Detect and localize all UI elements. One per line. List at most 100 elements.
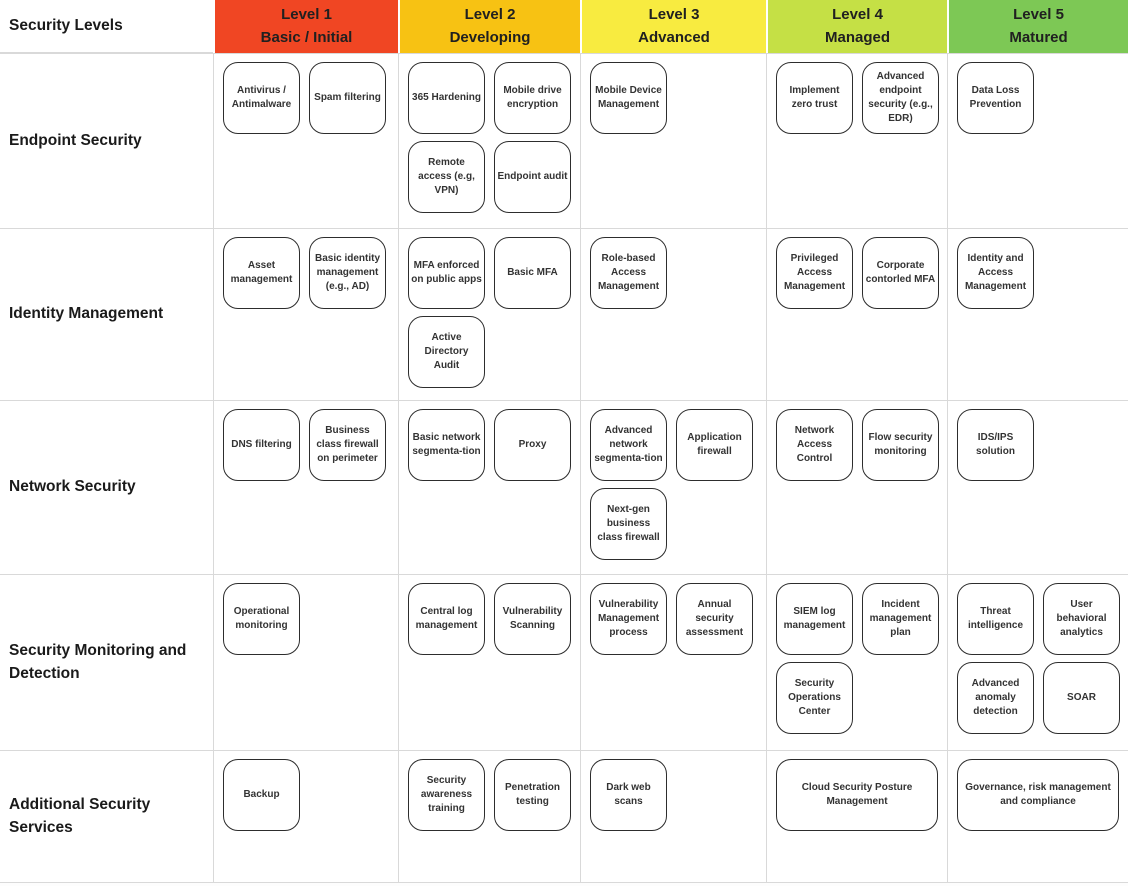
service-chip: Advanced anomaly detection <box>957 662 1034 734</box>
level-3-header: Level 3 Advanced <box>580 0 766 53</box>
service-chip: Security awareness training <box>408 759 485 831</box>
service-chip: Basic network segmenta-tion <box>408 409 485 481</box>
service-chip: Mobile drive encryption <box>494 62 571 134</box>
row-label-network-security: Network Security <box>0 400 213 574</box>
service-chip: Mobile Device Management <box>590 62 667 134</box>
service-chip: SIEM log management <box>776 583 853 655</box>
level-2-header: Level 2 Developing <box>398 0 580 53</box>
cell-network-level5: IDS/IPS solution <box>947 400 1128 574</box>
service-chip: Role-based Access Management <box>590 237 667 309</box>
service-chip: Basic MFA <box>494 237 571 309</box>
service-chip: Application firewall <box>676 409 753 481</box>
service-chip: Network Access Control <box>776 409 853 481</box>
row-label-identity-management: Identity Management <box>0 228 213 400</box>
service-chip: User behavioral analytics <box>1043 583 1120 655</box>
service-chip: Advanced endpoint security (e.g., EDR) <box>862 62 939 134</box>
service-chip: Operational monitoring <box>223 583 300 655</box>
cell-monitoring-level5: Threat intelligence User behavioral anal… <box>947 574 1128 750</box>
row-label-text: Identity Management <box>9 305 164 323</box>
cell-additional-level1: Backup <box>213 750 398 882</box>
level-4-header: Level 4 Managed <box>766 0 947 53</box>
row-label-text: Endpoint Security <box>9 131 142 149</box>
service-chip: Antivirus / Antimalware <box>223 62 300 134</box>
service-chip: Basic identity management (e.g., AD) <box>309 237 386 309</box>
service-chip: Data Loss Prevention <box>957 62 1034 134</box>
service-chip: Cloud Security Posture Management <box>776 759 938 831</box>
cell-monitoring-level3: Vulnerability Management process Annual … <box>580 574 766 750</box>
service-chip: Identity and Access Management <box>957 237 1034 309</box>
service-chip: Proxy <box>494 409 571 481</box>
service-chip: Active Directory Audit <box>408 316 485 388</box>
corner-header-label: Security Levels <box>9 17 123 34</box>
service-chip: Vulnerability Scanning <box>494 583 571 655</box>
cell-endpoint-level1: Antivirus / Antimalware Spam filtering <box>213 53 398 228</box>
service-chip: Next-gen business class firewall <box>590 488 667 560</box>
cell-identity-level4: Privileged Access Management Corporate c… <box>766 228 947 400</box>
level-5-title: Level 5 <box>1013 6 1064 23</box>
row-label-text: Security Monitoring and Detection <box>9 642 187 682</box>
service-chip: MFA enforced on public apps <box>408 237 485 309</box>
cell-identity-level3: Role-based Access Management <box>580 228 766 400</box>
cell-network-level2: Basic network segmenta-tion Proxy <box>398 400 580 574</box>
row-label-additional-services: Additional Security Services <box>0 750 213 882</box>
service-chip: Threat intelligence <box>957 583 1034 655</box>
cell-endpoint-level5: Data Loss Prevention <box>947 53 1128 228</box>
level-3-title: Level 3 <box>648 6 700 23</box>
service-chip: SOAR <box>1043 662 1120 734</box>
service-chip: Penetration testing <box>494 759 571 831</box>
level-2-title: Level 2 <box>464 6 516 23</box>
bottom-border-strip <box>0 882 1128 886</box>
level-3-subtitle: Advanced <box>638 28 710 46</box>
service-chip: Incident management plan <box>862 583 939 655</box>
cell-network-level3: Advanced network segmenta-tion Applicati… <box>580 400 766 574</box>
cell-monitoring-level4: SIEM log management Incident management … <box>766 574 947 750</box>
service-chip: Asset management <box>223 237 300 309</box>
cell-endpoint-level4: Implement zero trust Advanced endpoint s… <box>766 53 947 228</box>
level-4-title: Level 4 <box>832 6 883 23</box>
row-label-text: Additional Security Services <box>9 796 151 836</box>
cell-identity-level2: MFA enforced on public apps Basic MFA Ac… <box>398 228 580 400</box>
service-chip: Backup <box>223 759 300 831</box>
level-1-title: Level 1 <box>281 6 332 23</box>
service-chip: Remote access (e.g, VPN) <box>408 141 485 213</box>
level-2-subtitle: Developing <box>449 28 531 46</box>
service-chip: Advanced network segmenta-tion <box>590 409 667 481</box>
cell-identity-level1: Asset management Basic identity manageme… <box>213 228 398 400</box>
service-chip: Central log management <box>408 583 485 655</box>
row-label-security-monitoring: Security Monitoring and Detection <box>0 574 213 750</box>
service-chip: Corporate contorled MFA <box>862 237 939 309</box>
row-label-endpoint-security: Endpoint Security <box>0 53 213 228</box>
level-5-subtitle: Matured <box>1009 28 1068 46</box>
service-chip: Endpoint audit <box>494 141 571 213</box>
service-chip: Implement zero trust <box>776 62 853 134</box>
level-1-header: Level 1 Basic / Initial <box>213 0 398 53</box>
service-chip: Annual security assessment <box>676 583 753 655</box>
service-chip: DNS filtering <box>223 409 300 481</box>
service-chip: Business class firewall on perimeter <box>309 409 386 481</box>
cell-endpoint-level2: 365 Hardening Mobile drive encryption Re… <box>398 53 580 228</box>
row-label-text: Network Security <box>9 478 136 496</box>
cell-monitoring-level1: Operational monitoring <box>213 574 398 750</box>
cell-additional-level2: Security awareness training Penetration … <box>398 750 580 882</box>
service-chip: Governance, risk management and complian… <box>957 759 1119 831</box>
service-chip: Security Operations Center <box>776 662 853 734</box>
cell-network-level4: Network Access Control Flow security mon… <box>766 400 947 574</box>
cell-endpoint-level3: Mobile Device Management <box>580 53 766 228</box>
service-chip: Vulnerability Management process <box>590 583 667 655</box>
level-1-subtitle: Basic / Initial <box>260 28 353 46</box>
cell-monitoring-level2: Central log management Vulnerability Sca… <box>398 574 580 750</box>
service-chip: Privileged Access Management <box>776 237 853 309</box>
cell-additional-level4: Cloud Security Posture Management <box>766 750 947 882</box>
cell-identity-level5: Identity and Access Management <box>947 228 1128 400</box>
cell-network-level1: DNS filtering Business class firewall on… <box>213 400 398 574</box>
cell-additional-level5: Governance, risk management and complian… <box>947 750 1128 882</box>
service-chip: IDS/IPS solution <box>957 409 1034 481</box>
service-chip: Dark web scans <box>590 759 667 831</box>
service-chip: Spam filtering <box>309 62 386 134</box>
level-5-header: Level 5 Matured <box>947 0 1128 53</box>
corner-header: Security Levels <box>0 0 213 53</box>
service-chip: 365 Hardening <box>408 62 485 134</box>
level-4-subtitle: Managed <box>824 28 890 46</box>
cell-additional-level3: Dark web scans <box>580 750 766 882</box>
